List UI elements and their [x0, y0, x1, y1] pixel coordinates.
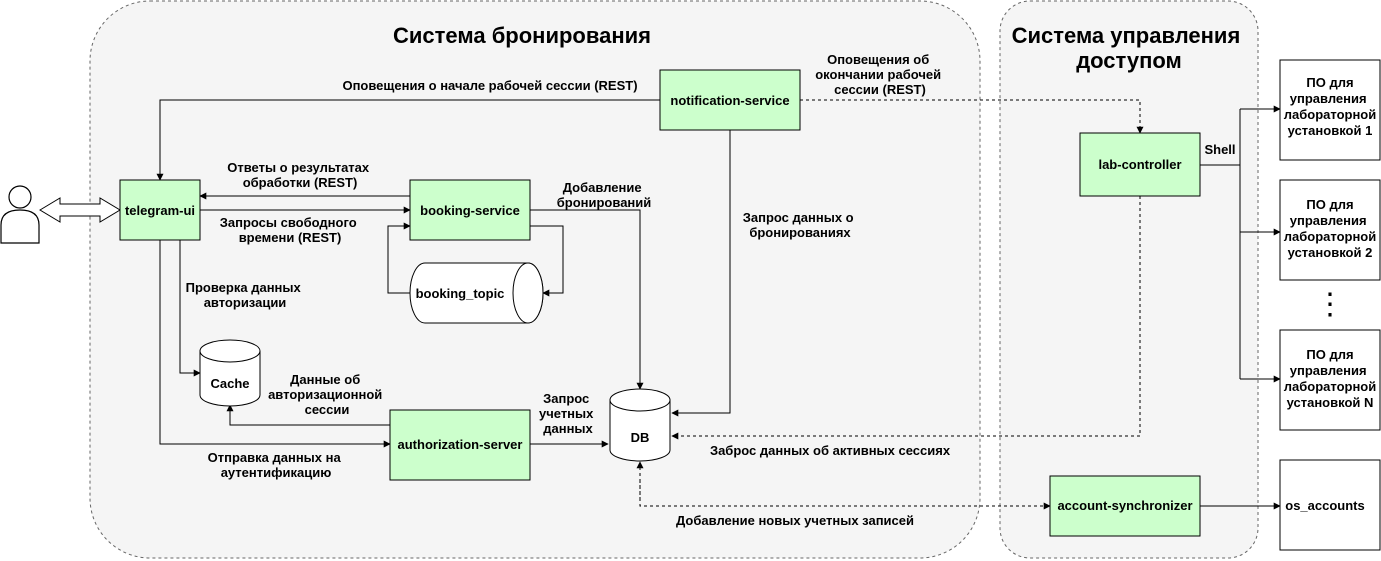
po-n-node [1279, 329, 1381, 431]
label-credentials-request: Запрос учетных данных [539, 391, 597, 436]
label-send-auth: Отправка данных на аутентификацию [208, 450, 345, 480]
po-1-node [1279, 59, 1381, 161]
edge-session-start [156, 99, 660, 181]
cache-database [199, 339, 261, 407]
edge-shell-trunk [1200, 109, 1241, 379]
os-accounts-node [1279, 459, 1381, 551]
authorization-server-label: authorization-server [398, 437, 523, 452]
edge-send-auth [159, 240, 391, 448]
lab-controller-node [1079, 132, 1201, 197]
po-2-node [1279, 179, 1381, 281]
label-session-start: Оповещения о начале рабочей сессии (REST… [342, 78, 637, 93]
booking-topic-queue [409, 262, 544, 324]
booking-service-label: booking-service [420, 203, 520, 218]
label-responses: Ответы о результатах обработки (REST) [227, 160, 373, 190]
account-synchronizer-label: account-synchronizer [1057, 498, 1192, 513]
edge-new-accounts-to-sync [639, 480, 1051, 510]
po-ellipsis: ⋮ [1315, 288, 1345, 321]
os-accounts-label: os_accounts [1285, 498, 1364, 513]
db-label: DB [631, 430, 650, 445]
edge-auth-check [179, 240, 201, 377]
authorization-server-node [389, 409, 531, 481]
edge-booking-data-request [671, 130, 731, 417]
label-new-accounts: Добавление новых учетных записей [676, 513, 914, 528]
label-active-sessions: Заброс данных об активных сессиях [710, 443, 951, 458]
notification-service-node [659, 69, 801, 131]
access-system-title-line2: доступом [1076, 48, 1182, 73]
label-booking-data-request: Запрос данных о бронированиях [743, 210, 857, 240]
access-system-title: Система управления доступом [1012, 23, 1247, 73]
edge-topic-to-booking [387, 222, 411, 294]
notification-service-label: notification-service [670, 93, 789, 108]
label-auth-session-data: Данные об авторизационной сессии [268, 372, 386, 417]
edge-active-sessions [671, 196, 1141, 440]
db-database [609, 388, 671, 462]
label-shell: Shell [1204, 142, 1235, 157]
access-system-title-line1: Система управления [1012, 23, 1241, 48]
edge-session-end [800, 99, 1144, 134]
cache-label: Cache [210, 376, 249, 391]
edge-auth-session-data [226, 404, 390, 426]
label-requests: Запросы свободного времени (REST) [220, 215, 361, 245]
edge-booking-to-topic [530, 225, 564, 297]
account-synchronizer-node [1049, 475, 1201, 537]
lab-controller-label: lab-controller [1098, 157, 1181, 172]
telegram-ui-node [119, 179, 201, 241]
label-auth-check: Проверка данных авторизации [186, 280, 305, 310]
label-session-end: Оповещения об окончании рабочей сессии (… [815, 52, 945, 97]
label-add-bookings: Добавление бронирований [557, 180, 652, 210]
booking-system-title: Система бронирования [393, 23, 651, 48]
edge-add-bookings [530, 209, 644, 390]
access-system-container [999, 0, 1259, 559]
telegram-ui-label: telegram-ui [125, 203, 195, 218]
user-icon [0, 185, 40, 244]
booking-service-node [409, 179, 531, 241]
booking-topic-label: booking_topic [416, 286, 505, 301]
